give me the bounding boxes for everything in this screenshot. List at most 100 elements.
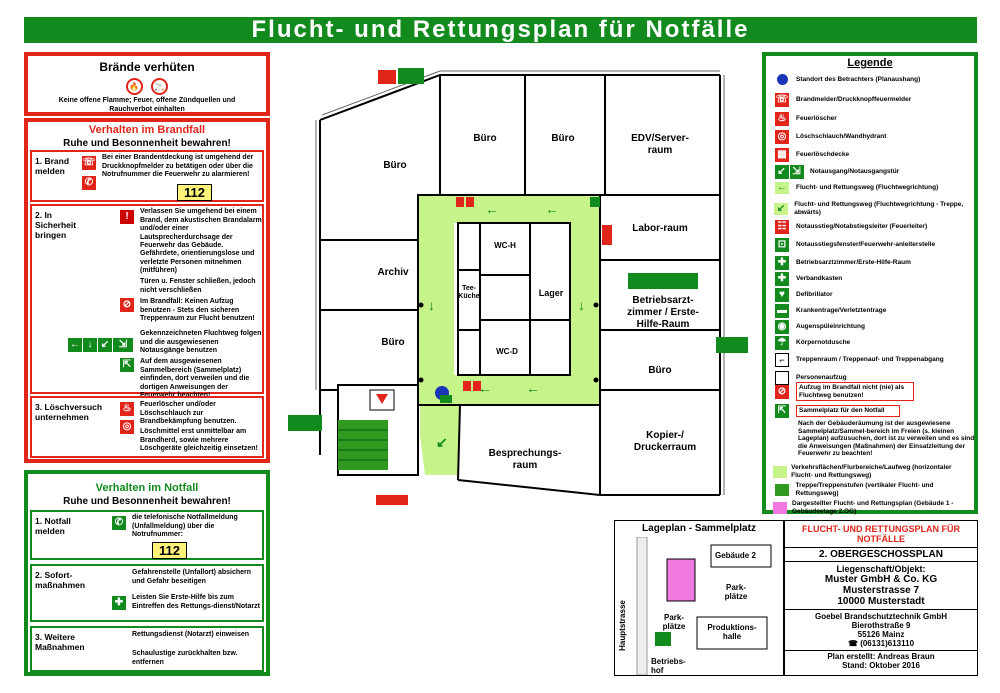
legend-item-23: Dargestellter Flucht- und Rettungsplan (… <box>772 500 974 515</box>
fire-step2-text-e: Gekennzeichneten Fluchtweg folgen und di… <box>140 330 262 354</box>
legend-item-11: ✚Verbandkasten <box>772 272 842 286</box>
fire-step2-text-d: Im Brandfall: Keinen Aufzug benutzen - S… <box>140 298 255 322</box>
legend-item-19: ⇱Sammelplatz für den Notfall <box>772 404 900 418</box>
fire-step3-text-b: Löschmittel erst unmittelbar am Brandher… <box>140 428 258 452</box>
emergency-step2-text-b: Leisten Sie Erste-Hilfe bis zum Eintreff… <box>132 594 260 610</box>
room-buero-2: Büro <box>473 133 497 144</box>
arrow-down-left-icon: ↙ <box>774 165 789 179</box>
corridor-swatch <box>772 465 787 478</box>
eyewash-icon: ◉ <box>775 320 789 334</box>
legend-item-15: ☂Körpernotdusche <box>772 336 850 350</box>
emergency-step1: 1. Notfall melden ✆ die telefonische Not… <box>30 510 264 560</box>
legend-note: Nach der Gebäuderäumung ist der ausgewie… <box>798 420 975 457</box>
fire-heading: Verhalten im Brandfall <box>88 124 206 136</box>
room-wch: WC-H <box>494 241 516 250</box>
shower-icon: ☂ <box>775 336 789 350</box>
prevent-panel: Brände verhüten 🔥 🚬 Keine offene Flamme;… <box>24 52 270 116</box>
svg-text:↙: ↙ <box>436 434 448 450</box>
fire-step1: 1. Brand melden ☏ ✆ Bei einer Brandentde… <box>30 150 264 202</box>
fire-step3-text-a: Feuerlöscher und/oder Löschschlauch zur … <box>140 401 237 425</box>
fire-step2-text-b: Gefährdete, orientierungslose und verlet… <box>140 250 255 274</box>
prohibition-icons: 🔥 🚬 <box>28 76 266 95</box>
info-property-label: Liegenschaft/Objekt: <box>836 564 926 574</box>
fire-step1-text: Bei einer Brandentdeckung ist umgehend d… <box>102 154 254 178</box>
room-buero-4: Büro <box>381 337 405 348</box>
stretcher-icon: ▬ <box>775 304 789 318</box>
svg-text:↓: ↓ <box>428 297 435 313</box>
no-smoking-icon: 🚬 <box>151 78 169 95</box>
floor-plan: ← ← ↓ ↓ ← ← ↙ <box>280 55 758 505</box>
emergency-step3-text-a: Rettungsdienst (Notarzt) einweisen <box>132 631 250 638</box>
site-heading: Lageplan - Sammelplatz <box>642 523 756 534</box>
info-author-city: 55126 Mainz <box>857 630 905 639</box>
legend-item-0: Standort des Betrachters (Planaushang) <box>772 74 920 85</box>
svg-text:←: ← <box>485 201 499 217</box>
room-buero-5: Büro <box>648 365 672 376</box>
fire-blanket-icon: ▦ <box>775 148 789 162</box>
fire-step2: 2. In Sicherheit bringen ! Verlassen Sie… <box>30 204 264 399</box>
assembly-point-icon: ⇱ <box>120 358 134 372</box>
legend-item-22: Treppe/Treppenstufen (vertikaler Flucht-… <box>772 482 974 497</box>
room-lager: Lager <box>538 288 564 298</box>
room-edv: EDV/Server-raum <box>631 133 689 156</box>
legend-item-5: ↙⇲Notausgang/Notausgangstür <box>772 165 899 179</box>
window-exit-icon: ⊡ <box>775 238 789 252</box>
fire-emergency-number: 112 <box>177 184 212 201</box>
top-exit-tags <box>288 68 748 505</box>
svg-text:←: ← <box>478 380 492 396</box>
assembly-point-icon: ⇱ <box>775 404 789 418</box>
site-parkplaetze-2: Park-plätze <box>662 613 686 631</box>
info-created-by: Plan erstellt: Andreas Braun <box>827 652 935 661</box>
extinguisher-icon: ♨ <box>775 112 789 126</box>
room-labor: Labor-raum <box>632 223 688 234</box>
emergency-step2-label: 2. Sofort-maßnahmen <box>35 570 86 590</box>
legend-panel: Legende Standort des Betrachters (Planau… <box>762 52 978 515</box>
fire-alarm-icon: ☏ <box>775 93 789 107</box>
telephone-icon: ☎ <box>847 639 858 648</box>
site-street: Hauptstrasse <box>617 600 627 651</box>
emergency-panel: Verhalten im Notfall Ruhe und Besonnenhe… <box>24 470 270 676</box>
legend-heading: Legende <box>847 57 893 69</box>
walls <box>319 74 721 496</box>
legend-item-6: ←Flucht- und Rettungsweg (Fluchtwegricht… <box>775 182 939 194</box>
site-gebaeude2: Gebäude 2 <box>715 551 756 560</box>
room-tee: Tee-Küche <box>458 285 480 300</box>
room-betriebsarzt: Betriebsarzt-zimmer / Erste-Hilfe-Raum <box>627 295 699 330</box>
room-kopier: Kopier-/ Druckerraum <box>633 430 697 453</box>
stairwell <box>337 384 419 476</box>
svg-text:←: ← <box>526 380 540 396</box>
emergency-step1-label: 1. Notfall melden <box>35 516 71 536</box>
extinguisher-icon: ♨ <box>120 402 134 416</box>
room-besprechung: Besprechungs-raum <box>488 448 562 471</box>
emergency-step3-text-b: Schaulustige zurückhalten bzw. entfernen <box>132 650 238 666</box>
fire-step2-text-f: Auf dem ausgewiesenen Sammelbereich (Sam… <box>140 358 250 399</box>
emergency-heading: Verhalten im Notfall <box>95 482 199 494</box>
fire-subheading: Ruhe und Besonnenheit bewahren! <box>63 138 231 149</box>
info-author-phone-row: ☎ (06131)613110 <box>785 639 977 651</box>
ladder-icon: ☷ <box>775 220 789 234</box>
floor-plan-drawing: ← ← ↓ ↓ ← ← ↙ <box>288 68 748 505</box>
exit-icon: ⇲ <box>789 165 804 179</box>
window-marks <box>315 70 725 495</box>
no-elevator-icon: ⊘ <box>775 384 789 399</box>
legend-item-4: ▦Feuerlöschdecke <box>772 148 849 162</box>
stairs-swatch <box>774 483 789 496</box>
arrow-down-icon: ↓ <box>83 338 97 352</box>
fire-step2-text-c: Türen u. Fenster schließen, jedoch nicht… <box>140 278 256 294</box>
fire-step3: 3. Löschversuch unternehmen ♨ ◎ Feuerlös… <box>30 396 264 458</box>
prevent-text: Keine offene Flamme; Feuer, offene Zündq… <box>58 97 236 113</box>
stairs-icon: ⌐ <box>775 353 789 367</box>
no-elevator-icon: ⊘ <box>120 298 134 312</box>
site-drawing <box>636 537 772 675</box>
fire-alarm-icon: ☏ <box>82 156 96 170</box>
viewer-icon <box>776 74 788 85</box>
legend-item-16: ⌐Treppenraum / Treppenauf- und Treppenab… <box>772 353 944 367</box>
svg-text:↓: ↓ <box>578 297 585 313</box>
arrow-down-left-icon: ↙ <box>98 338 112 352</box>
legend-item-2: ♨Feuerlöscher <box>772 112 837 126</box>
room-buero-1: Büro <box>383 160 407 171</box>
info-city: 10000 Musterstadt <box>785 596 977 610</box>
legend-item-8: ☷Notausstieg/Notabstiegsleiter (Feuerlei… <box>772 220 927 234</box>
corridor-area <box>418 195 600 405</box>
site-parkplaetze-1: Park-plätze <box>724 583 748 601</box>
